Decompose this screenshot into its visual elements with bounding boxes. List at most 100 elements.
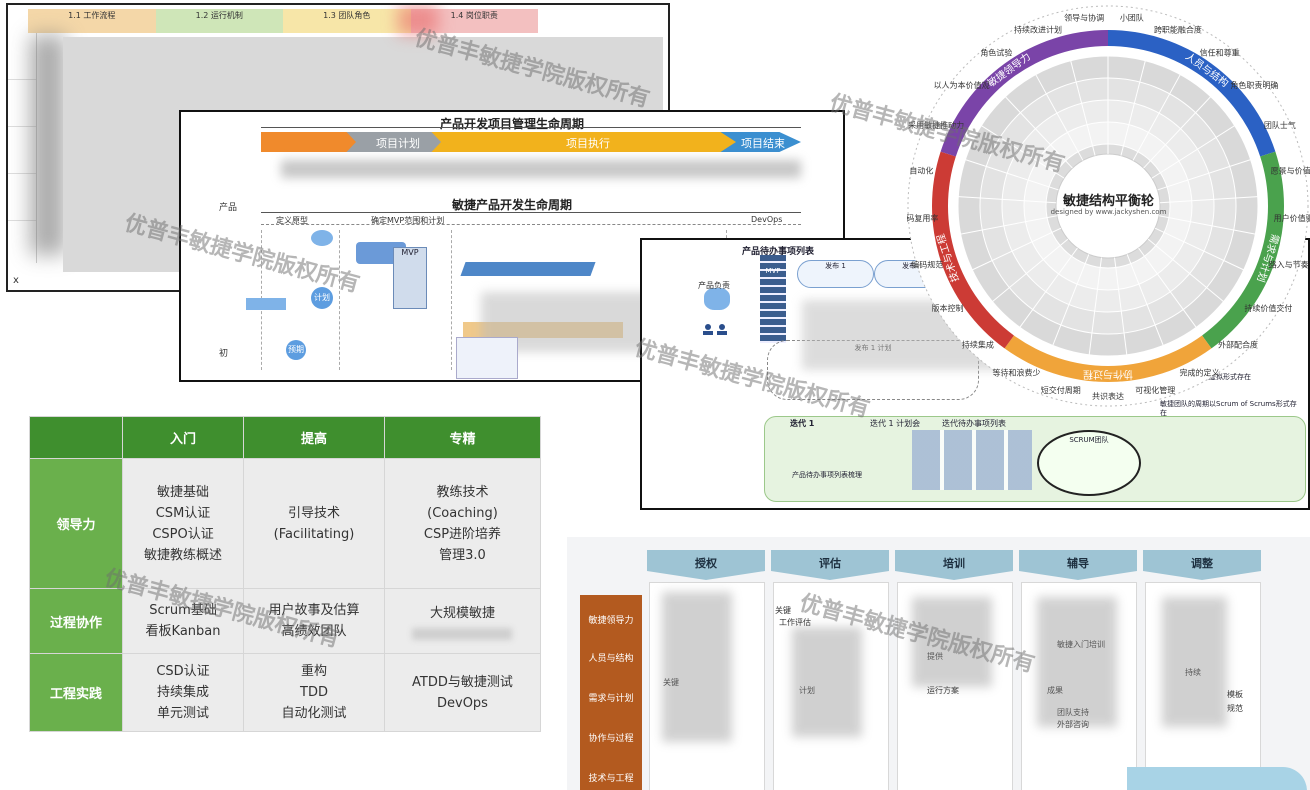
wheel-outer-label: 跨职能融合度 (1154, 24, 1202, 34)
fragment-text: 关键 (663, 678, 679, 687)
lifecycle-title: 产品开发项目管理生命周期 (439, 117, 584, 131)
wheel-spoke (1157, 159, 1251, 191)
table-cell: Scrum基础 看板Kanban (121, 588, 245, 654)
wheel-outer-label: 持续改进计划 (1014, 24, 1062, 34)
header-intermediate: 提高 (243, 416, 385, 459)
column-body (773, 582, 889, 790)
table-row: 工程实践 CSD认证 持续集成 单元测试 重构 TDD 自动化测试 ATDD与敏… (29, 653, 542, 732)
stage-define: 定义原型 (276, 216, 308, 225)
table-cell: 引导技术 (Facilitating) (243, 458, 385, 589)
dimension-sidebar: 敏捷领导力 人员与结构 需求与计划 协作与过程 技术与工程 (580, 595, 642, 790)
cell-line: 看板Kanban (145, 624, 221, 639)
header-cell-3: 1.3 团队角色 (283, 9, 411, 33)
dimension-people: 人员与结构 (588, 654, 634, 664)
table-cell: ATDD与敏捷测试 DevOps (383, 653, 542, 732)
flow-arrow (460, 262, 596, 276)
left-label-initial: 初 (219, 349, 229, 359)
table-cell: 用户故事及估算 高绩效团队 (243, 588, 385, 654)
fragment-text: 提供 (927, 652, 943, 661)
wheel-spoke (992, 238, 1069, 302)
cell-line: DevOps (437, 695, 488, 711)
wheel-outer-label: 自动化 (909, 165, 933, 175)
cell-line: CSD认证 (156, 664, 210, 679)
table-cell: 大规模敏捷 (383, 588, 542, 654)
feedback-node-label: 预期 (288, 345, 304, 354)
dimension-requirements: 需求与计划 (588, 694, 634, 704)
wheel-outer-label: 持续集成 (962, 340, 994, 350)
blurred-region (412, 627, 513, 640)
cell-line: TDD (300, 685, 328, 700)
wheel-spoke (1070, 60, 1096, 156)
note-scrum-of-scrums: 敏捷团队的周期以Scrum of Scrums形式存在 (1160, 400, 1297, 417)
wheel-outer-label: 愿景与价值观 (1271, 165, 1310, 175)
release-1-box: 发布 1 (797, 260, 874, 288)
dimension-collaboration: 协作与过程 (588, 734, 634, 744)
table-row: 过程协作 Scrum基础 看板Kanban 用户故事及估算 高绩效团队 大规模敏… (29, 588, 542, 654)
wheel-outer-label: 角色职责明确 (1230, 80, 1278, 90)
cell-line: 自动化测试 (281, 706, 347, 721)
blurred-region (398, 5, 438, 35)
wheel-outer-label: 编码规范 (911, 260, 943, 270)
table-header-row: 入门 提高 专精 (29, 416, 542, 459)
blurred-region (30, 35, 66, 255)
wheel-spoke (1052, 254, 1090, 346)
header-expert: 专精 (383, 416, 542, 459)
fragment-text: 模板 (1227, 690, 1243, 699)
wheel-sector-label: 协作与过程 (1083, 368, 1133, 381)
wheel-spoke (1138, 247, 1197, 328)
wheel-sector-5 (940, 30, 1108, 157)
dimension-engineering: 技术与工程 (588, 774, 634, 784)
stage-devops: DevOps (751, 215, 783, 224)
release-2-label: 发布 2 (902, 262, 923, 270)
plan-node-icon: 计划 (311, 287, 333, 309)
blurred-region (792, 627, 862, 737)
backlog-title: 产品待办事项列表 (742, 247, 815, 257)
backlog-stack-icon: MVP (760, 255, 786, 343)
cell-line: CSPO认证 (152, 526, 214, 542)
wheel-spoke (958, 196, 1057, 204)
row-label-engineering: 工程实践 (29, 653, 123, 732)
phase-banner-orange (261, 132, 356, 152)
wheel-outer-label: 信任和尊重 (1200, 47, 1240, 57)
cell-line: (Facilitating) (273, 526, 355, 542)
title-rule (261, 127, 801, 128)
wheel-spoke (981, 125, 1065, 179)
wheel-sector-2 (1202, 151, 1284, 349)
wheel-outer-label: 采用敏捷推动力 (908, 120, 964, 130)
wheel-outer-label: 领导与协调 (1064, 12, 1104, 22)
column-authorize: 授权 (647, 550, 765, 580)
row-label-leadership: 领导力 (29, 458, 123, 589)
wheel-spoke (1126, 254, 1164, 346)
wheel-spoke (1088, 257, 1102, 355)
wheel-spoke (1035, 74, 1084, 161)
cell-line: 用户故事及估算 (268, 603, 360, 618)
cell-line: Scrum基础 (149, 603, 217, 618)
wheel-sector-3 (1004, 335, 1212, 383)
cell-line: 敏捷教练概述 (144, 547, 223, 563)
wheel-spoke (1159, 196, 1258, 204)
header-cell-2: 1.2 运行机制 (155, 9, 283, 33)
wheel-spoke (1132, 74, 1181, 161)
wheel-spoke (1114, 257, 1128, 355)
table-row: 领导力 敏捷基础 CSM认证 CSPO认证 敏捷教练概述 引导技术 (Facil… (29, 458, 542, 589)
plan-node-label: 计划 (314, 293, 330, 302)
wheel-spoke (1004, 96, 1073, 169)
blurred-region (281, 160, 801, 178)
wheel-spoke (1151, 125, 1235, 179)
scrum-team-ellipse: SCRUM团队 (1037, 430, 1141, 496)
cell-line: 单元测试 (157, 706, 210, 721)
panel-project-lifecycle: 产品开发项目管理生命周期 项目计划 项目执行 项目结束 产品 敏捷产品开发生命周… (179, 110, 845, 382)
fragment-text: 团队支持 (1057, 708, 1089, 717)
people-icon (702, 320, 728, 335)
wheel-spoke (1154, 227, 1244, 271)
decorative-swoosh (1127, 767, 1307, 790)
fragment-text: 敏捷入门培训 (1057, 640, 1105, 649)
column-body (897, 582, 1013, 790)
header-cell-1: 1.1 工作流程 (28, 9, 156, 33)
cell-line: 重构 (300, 664, 327, 679)
phase-plan-label: 项目计划 (376, 137, 420, 150)
flow-bar (246, 298, 286, 310)
table-corner-cell (29, 416, 123, 459)
blurred-region (1037, 597, 1117, 727)
cell-line: 敏捷基础 (157, 484, 210, 500)
